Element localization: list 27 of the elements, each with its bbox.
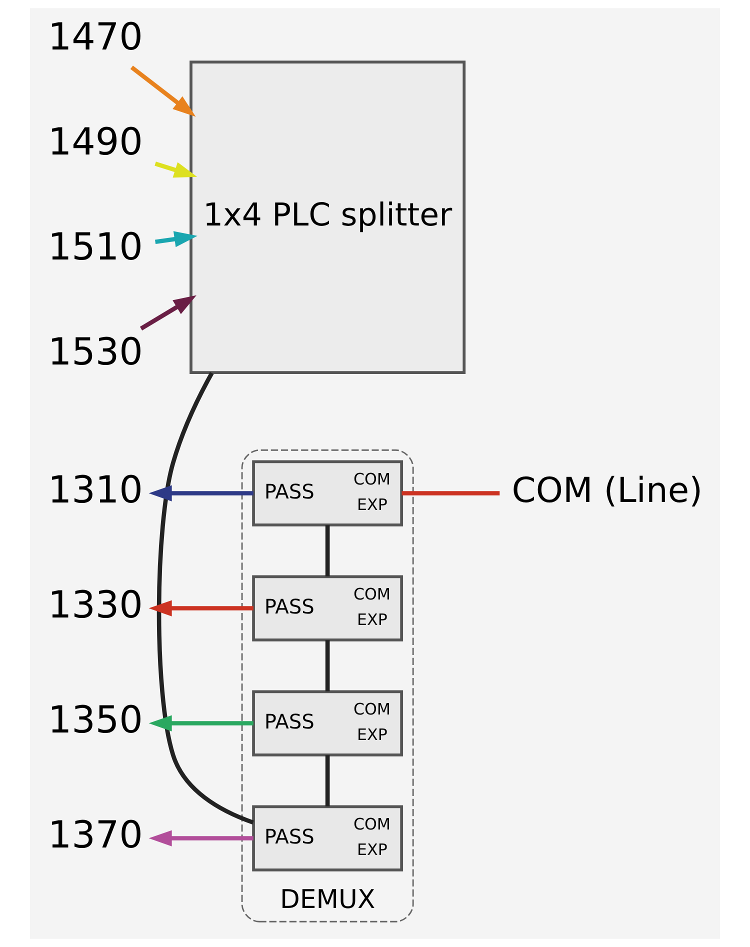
- node-text: 1510: [48, 224, 143, 268]
- node-box: 1x4 PLC splitter: [190, 60, 466, 374]
- node-box: PASS COM EXP: [252, 575, 404, 642]
- arrow: [154, 162, 198, 178]
- arrow: [140, 295, 197, 331]
- arrow: [148, 600, 254, 616]
- connector: [325, 525, 330, 576]
- arrow: [148, 830, 254, 846]
- node-text: 1350: [48, 697, 143, 742]
- node-text: 1330: [48, 582, 143, 626]
- node-box: PASS COM EXP: [252, 690, 404, 756]
- node-text: 1490: [48, 119, 143, 164]
- arrow: [148, 485, 254, 502]
- connector: [325, 755, 330, 806]
- arrow: [130, 66, 196, 117]
- arrow: [148, 715, 254, 732]
- node-box: PASS COM EXP: [252, 460, 404, 526]
- connector: [156, 372, 254, 825]
- connector: [325, 640, 330, 692]
- connector: [402, 491, 500, 496]
- node-text: 1370: [48, 812, 143, 856]
- node-text: 1310: [48, 467, 143, 512]
- node-text: COM (Line): [512, 471, 703, 512]
- arrow: [154, 231, 198, 248]
- node-text: 1530: [48, 329, 143, 374]
- node-box: PASS COM EXP: [252, 805, 404, 872]
- node-text: 1470: [48, 14, 143, 59]
